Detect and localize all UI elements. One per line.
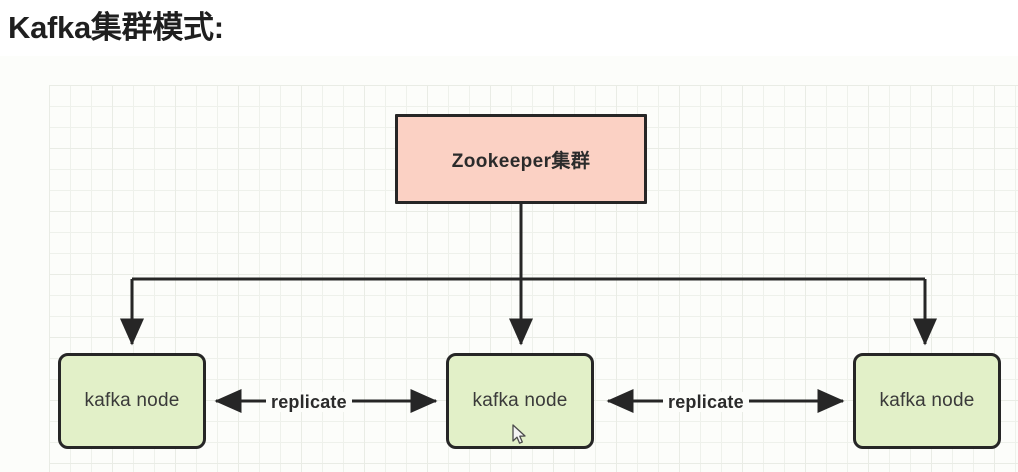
node-kafka-node-1[interactable]: kafka node — [58, 353, 206, 449]
edge-label-replicate-2: replicate — [663, 392, 749, 412]
page-title: Kafka集群模式: — [8, 10, 224, 45]
node-kafka-node-3-label: kafka node — [879, 390, 975, 411]
node-kafka-node-3[interactable]: kafka node — [853, 353, 1001, 449]
edge-label-replicate-1: replicate — [266, 392, 352, 412]
node-kafka-node-2-label: kafka node — [472, 390, 568, 411]
node-zookeeper-cluster-label: Zookeeper集群 — [451, 150, 591, 172]
node-zookeeper-cluster[interactable]: Zookeeper集群 — [395, 114, 647, 204]
node-kafka-node-2[interactable]: kafka node — [446, 353, 594, 449]
diagram-canvas: Zookeeper集群 kafka node kafka node kafka … — [0, 56, 1018, 472]
node-kafka-node-1-label: kafka node — [84, 390, 180, 411]
